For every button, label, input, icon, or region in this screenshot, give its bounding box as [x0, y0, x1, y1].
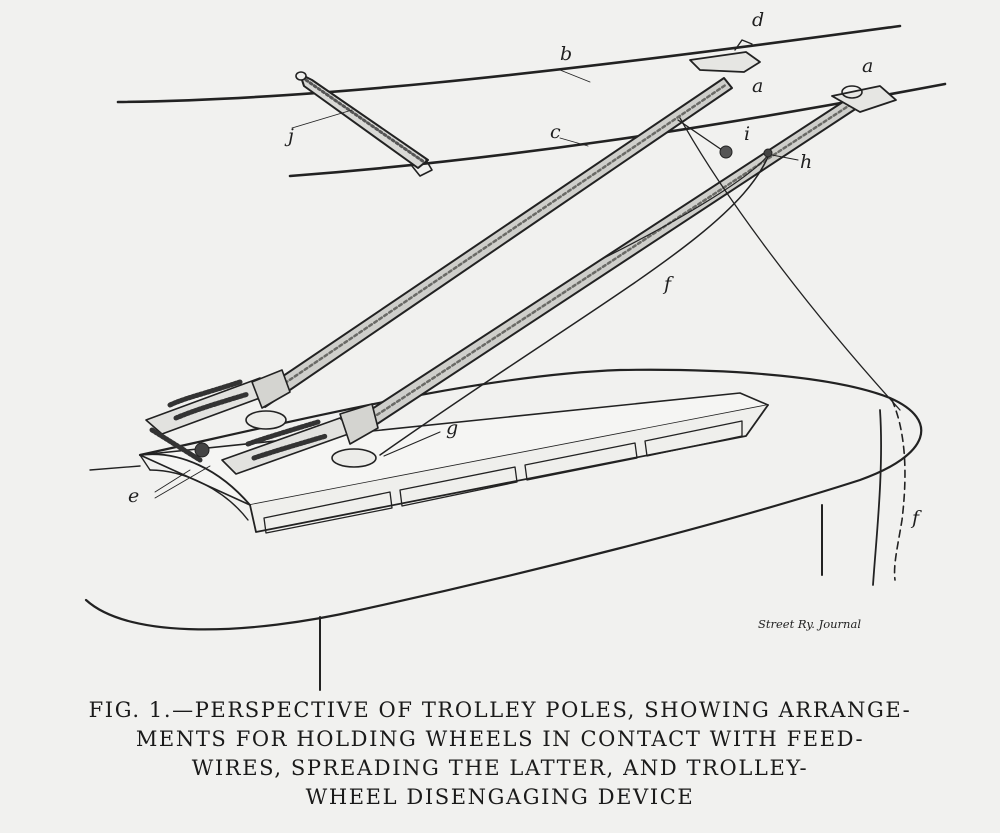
wire-spreader-j — [295, 71, 433, 177]
cord-f-loop-back — [599, 151, 771, 261]
credit-line: Street Ry. Journal — [758, 617, 861, 631]
label-j: j — [284, 125, 294, 147]
pole-base-1 — [145, 369, 291, 463]
caption-line-2: MENTS FOR HOLDING WHEELS IN CONTACT WITH… — [135, 727, 865, 751]
car-roof-outline — [84, 368, 923, 631]
cord-g — [383, 431, 441, 457]
cord-to-roof — [679, 117, 901, 411]
label-f-roof: f — [910, 507, 922, 529]
base-board-panels — [263, 420, 743, 534]
label-c: c — [550, 121, 561, 143]
figure-caption: FIG. 1.—PERSPECTIVE OF TROLLEY POLES, SH… — [40, 696, 960, 812]
label-b: b — [560, 43, 572, 65]
label-f-loop: f — [662, 273, 674, 295]
caption-line-1: FIG. 1.—PERSPECTIVE OF TROLLEY POLES, SH… — [88, 698, 912, 722]
label-d: d — [752, 9, 764, 31]
label-i: i — [744, 123, 750, 145]
label-g: g — [446, 417, 458, 439]
trolley-base-board — [139, 392, 769, 534]
label-a-upper: a — [752, 75, 763, 97]
label-a-right: a — [862, 55, 873, 77]
pulley-h — [763, 148, 773, 158]
roof-edge-far — [872, 409, 882, 586]
caption-line-4: WHEEL DISENGAGING DEVICE — [305, 785, 695, 809]
label-h: h — [800, 151, 812, 173]
roof-dashed-edge — [891, 399, 906, 581]
cord-f-loop — [379, 151, 771, 456]
label-e: e — [128, 485, 139, 507]
pole-base-2 — [194, 403, 379, 475]
caption-line-3: WIRES, SPREADING THE LATTER, AND TROLLEY… — [191, 756, 809, 780]
cord-i — [677, 119, 723, 151]
weight-i — [719, 145, 733, 159]
roof-knob — [194, 442, 210, 458]
feed-wire-b — [116, 24, 902, 104]
